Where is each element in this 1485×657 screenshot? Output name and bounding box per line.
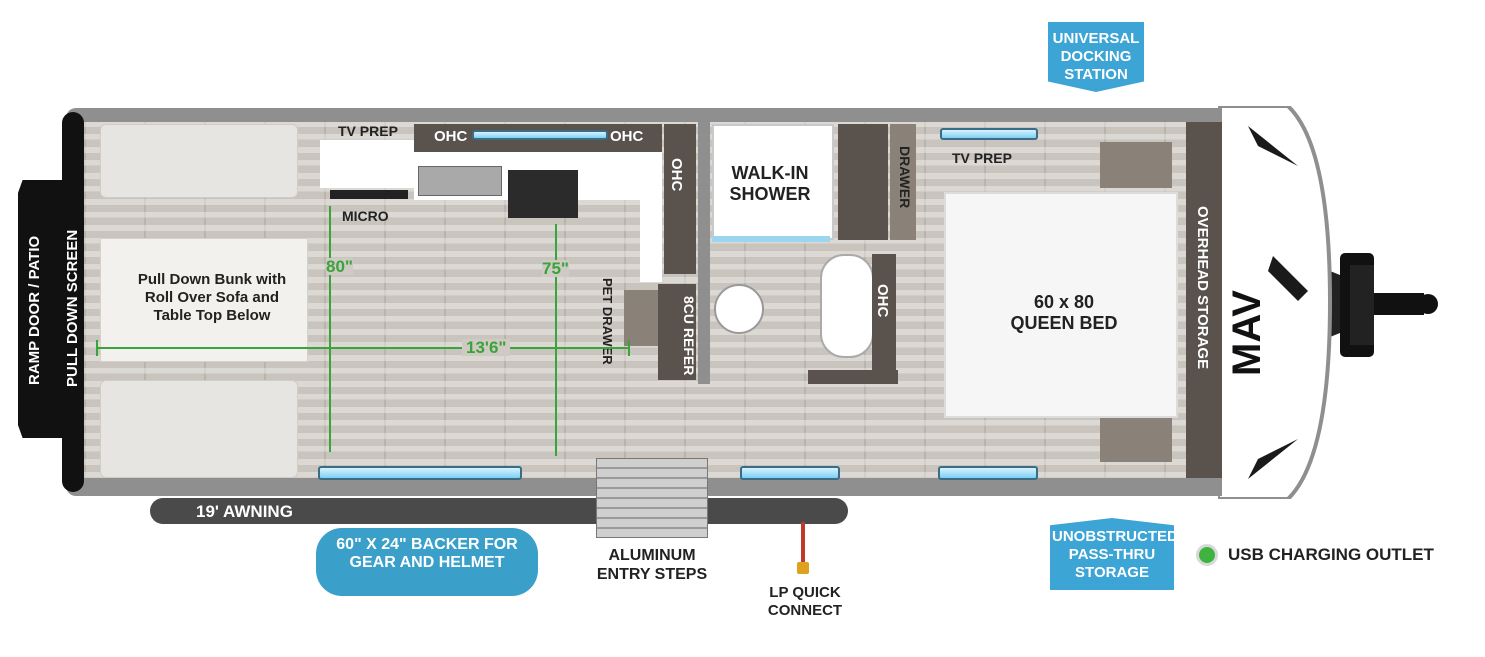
window-bath-bottom	[740, 466, 840, 480]
tv-prep-counter	[320, 140, 414, 188]
awning-label: 19' AWNING	[196, 502, 293, 521]
dim-13-6-label: 13'6"	[462, 339, 511, 356]
backer-callout	[316, 528, 538, 596]
bath-vanity-base	[808, 370, 898, 384]
refrigerator	[658, 284, 696, 380]
pass-thru-callout	[1050, 518, 1174, 590]
window-kitchen	[472, 130, 608, 140]
ramp-door-label: RAMP DOOR / PATIO	[26, 235, 43, 385]
drawer-label: DRAWER	[897, 146, 913, 209]
pet-drawer-label: PET DRAWER	[600, 278, 615, 365]
ohc-vertical-label: OHC	[668, 158, 685, 192]
window-bed-top	[940, 128, 1038, 140]
dim-80-label: 80"	[326, 257, 353, 276]
lp-line	[801, 522, 805, 568]
dim-75-label: 75"	[542, 259, 569, 278]
shoe-cabinet	[838, 124, 888, 240]
dim-line-75	[555, 224, 557, 456]
entry-steps-label: ALUMINUM ENTRY STEPS	[596, 547, 708, 583]
bath-wall	[698, 122, 710, 384]
ramp-door	[18, 180, 64, 438]
window-bed-bottom	[938, 466, 1038, 480]
pull-down-screen-label: PULL DOWN SCREEN	[64, 229, 81, 387]
awning	[150, 498, 848, 524]
ohc-vertical	[664, 124, 696, 274]
counter-return	[640, 152, 662, 282]
sofa-bottom	[100, 380, 298, 478]
nightstand-top	[1100, 142, 1172, 188]
microwave	[330, 190, 408, 199]
pet-drawer	[624, 290, 658, 346]
dim-line-13-6	[98, 347, 628, 349]
dim-tick-right	[628, 340, 630, 356]
tv-prep-bedroom-label: TV PREP	[952, 150, 1012, 166]
ohc-left-label: OHC	[434, 128, 468, 145]
kitchen-sink	[418, 166, 502, 196]
dim-line-80	[329, 206, 331, 452]
ohc-bath-label: OHC	[874, 284, 891, 318]
window-front-bottom	[318, 466, 522, 480]
overhead-storage	[1186, 122, 1222, 478]
bath-sink	[820, 254, 874, 358]
micro-label: MICRO	[342, 208, 389, 224]
pull-down-screen	[62, 112, 84, 492]
entry-steps	[596, 458, 708, 538]
front-cap: MAV	[1218, 106, 1333, 499]
queen-bed-label: 60 x 80 QUEEN BED	[1010, 292, 1118, 333]
usb-legend-label: USB CHARGING OUTLET	[1228, 545, 1434, 564]
drawer-unit	[890, 124, 916, 240]
toilet	[714, 284, 764, 334]
tv-prep-front-label: TV PREP	[338, 123, 398, 139]
sofa-top	[100, 124, 298, 198]
refer-label: 8CU REFER	[681, 296, 697, 376]
ohc-bath	[872, 254, 896, 370]
pull-down-bunk-label: Pull Down Bunk with Roll Over Sofa and T…	[137, 271, 287, 324]
lp-connect-label: LP QUICK CONNECT	[767, 584, 843, 619]
bunk-table	[100, 238, 308, 362]
nightstand-bottom	[1100, 418, 1172, 462]
usb-legend-dot	[1196, 544, 1218, 566]
overhead-storage-label: OVERHEAD STORAGE	[1194, 206, 1211, 370]
svg-text:MAV: MAV	[1225, 290, 1269, 376]
pass-thru-label: UNOBSTRUCTED PASS-THRU STORAGE	[1052, 528, 1178, 581]
shower-edge	[712, 236, 830, 242]
queen-bed	[944, 192, 1178, 418]
lp-fitting	[797, 562, 809, 574]
cooktop	[508, 170, 578, 218]
backer-label: 60" X 24" BACKER FOR GEAR AND HELMET	[336, 536, 518, 571]
docking-station-label: UNIVERSAL DOCKING STATION	[1052, 30, 1140, 83]
docking-station-callout	[1048, 22, 1144, 92]
dim-tick-left	[96, 340, 98, 356]
ohc-right-label: OHC	[610, 128, 644, 145]
walk-in-shower-label: WALK-IN SHOWER	[729, 163, 811, 204]
